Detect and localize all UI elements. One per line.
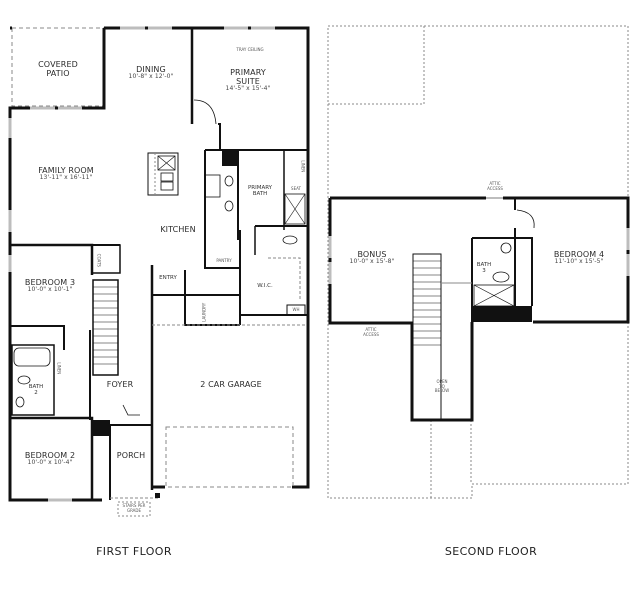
room-primary-suite: PRIMARY SUITE 14'-5" x 15'-4" [226,68,271,93]
note-line: ATTIC [365,327,377,332]
room-bath-3: BATH 3 [477,262,492,275]
note-line: TO [439,383,445,389]
room-dimensions: 10'-0" x 15'-8" [349,258,395,266]
room-primary-bath: PRIMARY BATH [248,185,272,198]
note-line: ACCESS [487,185,503,191]
room-label: BONUS [357,250,387,259]
linen-label: LINEN [56,362,62,375]
room-coats: COATS [96,253,102,267]
note-line: BELOW [434,388,450,394]
room-label: FAMILY ROOM [38,166,94,175]
room-bedroom-3: BEDROOM 3 10'-0" x 10'-1" [25,278,75,294]
room-label: BATH [476,262,492,268]
room-label: BEDROOM 2 [24,451,76,460]
tray-ceiling-note: TRAY CEILING [236,47,264,52]
room-entry: ENTRY [159,275,177,281]
room-family-room: FAMILY ROOM 13'-11" x 16'-11" [38,166,94,182]
room-garage: 2 CAR GARAGE [200,380,262,389]
seat-label: SEAT [291,186,301,191]
room-laundry: LAUNDRY [201,302,207,322]
room-bath-2: BATH 2 [29,384,44,397]
room-wic: W.I.C. [257,283,273,289]
note-line: OPEN [436,379,448,384]
second-floor-title: SECOND FLOOR [444,545,538,558]
room-number: 2 [34,390,38,397]
room-dimensions: 10'-0" x 10'-4" [27,459,73,467]
note-line: ATTIC [489,181,501,186]
room-bedroom-4: BEDROOM 4 11'-10" x 15'-5" [554,250,604,266]
room-label: COVERED [38,60,78,69]
room-water-heater: WH [292,307,300,312]
room-number: 3 [482,268,486,275]
room-pantry: PANTRY [216,258,232,263]
room-label: PATIO [46,69,70,79]
room-dimensions: 13'-11" x 16'-11" [39,174,93,182]
primary-linen-label: LINEN [300,160,306,173]
room-label: PRIMARY [247,185,273,191]
room-kitchen: KITCHEN [160,225,196,234]
room-label: DINING [136,65,166,74]
room-dimensions: 10'-0" x 10'-1" [27,286,73,294]
room-label: SUITE [236,77,260,87]
room-label: BATH [252,191,268,198]
attic-access-top: ATTIC ACCESS [487,181,503,191]
note-line: GRADE [126,507,142,513]
room-porch: PORCH [116,451,146,460]
second-floor-plan [327,25,630,499]
room-bedroom-2: BEDROOM 2 10'-0" x 10'-4" [25,451,75,467]
first-floor-title: FIRST FLOOR [96,545,172,558]
open-to-below-note: OPEN TO BELOW [434,379,450,394]
room-dimensions: 10'-8" x 12'-0" [128,73,174,81]
room-covered-patio: COVERED PATIO [38,60,78,78]
room-dimensions: 14'-5" x 15'-4" [225,85,271,93]
note-line: STAIRS PER [122,503,146,508]
room-bonus: BONUS 10'-0" x 15'-8" [350,250,395,266]
attic-access-left: ATTIC ACCESS [363,327,379,337]
note-line: ACCESS [363,331,379,337]
stairs-per-grade-note: STAIRS PER GRADE [122,503,146,513]
room-dining: DINING 10'-8" x 12'-0" [129,65,174,81]
room-dimensions: 11'-10" x 15'-5" [554,258,604,266]
room-label: PRIMARY [230,68,266,77]
first-floor-plan [8,26,310,517]
room-label: BEDROOM 3 [24,278,76,287]
room-foyer: FOYER [106,380,134,389]
room-label: BEDROOM 4 [553,250,605,259]
room-label: BATH [28,384,44,390]
